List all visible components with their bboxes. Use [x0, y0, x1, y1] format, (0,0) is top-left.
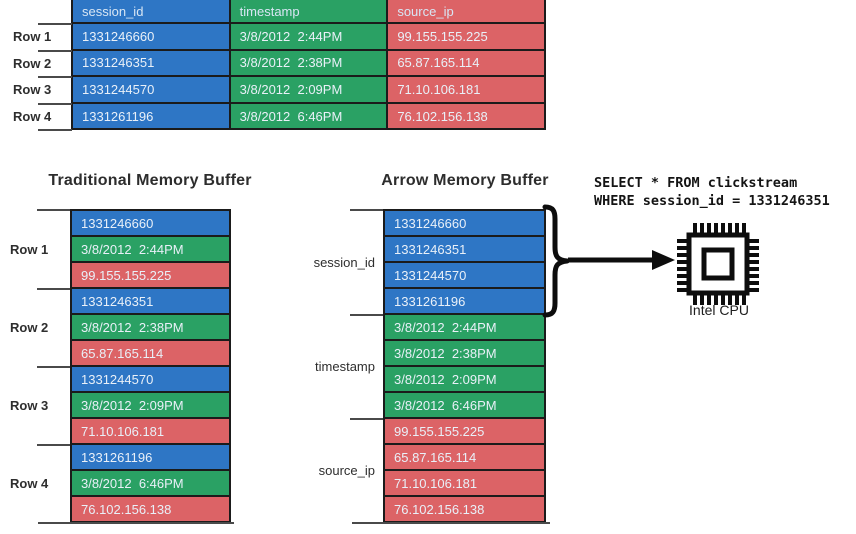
buffer-cell: 1331244570 — [385, 263, 544, 287]
table-cell: 1331246351 — [73, 50, 229, 76]
buffer-cell: 71.10.106.181 — [385, 471, 544, 495]
group-tick — [37, 366, 70, 368]
group-tick — [38, 522, 234, 524]
buffer-cell: 99.155.155.225 — [385, 419, 544, 443]
clickstream-table: session_id timestamp source_ip 133124666… — [71, 0, 546, 131]
table-row-label: Row 3 — [13, 82, 52, 97]
group-tick — [352, 522, 550, 524]
table-cell: 1331246660 — [73, 24, 229, 49]
buffer-cell: 3/8/2012 2:38PM — [72, 315, 229, 339]
table-row-label: Row 4 — [13, 109, 52, 124]
buffer-cell: 1331246660 — [385, 211, 544, 235]
buffer-cell: 3/8/2012 2:09PM — [385, 367, 544, 391]
arrow-buffer-title: Arrow Memory Buffer — [381, 172, 549, 189]
group-tick — [350, 209, 383, 211]
buffer-cell: 3/8/2012 2:44PM — [72, 237, 229, 261]
buffer-row-label: Row 4 — [10, 476, 49, 491]
cpu-chip-icon — [677, 223, 759, 305]
sql-query: SELECT * FROM clickstream WHERE session_… — [594, 174, 830, 210]
table-header-session-id: session_id — [73, 0, 229, 22]
column-group-label-session-id: session_id — [313, 255, 375, 270]
buffer-cell: 3/8/2012 6:46PM — [385, 393, 544, 417]
buffer-cell: 65.87.165.114 — [385, 445, 544, 469]
table-cell: 99.155.155.225 — [388, 24, 544, 49]
traditional-buffer-title: Traditional Memory Buffer — [48, 172, 252, 189]
table-cell: 71.10.106.181 — [388, 77, 544, 102]
buffer-cell: 1331261196 — [72, 445, 229, 469]
buffer-cell: 71.10.106.181 — [72, 419, 229, 443]
buffer-cell: 3/8/2012 6:46PM — [72, 471, 229, 495]
buffer-cell: 3/8/2012 2:09PM — [72, 393, 229, 417]
arrow-right-icon — [568, 250, 675, 270]
buffer-cell: 1331246351 — [72, 289, 229, 313]
column-group-label-timestamp: timestamp — [315, 359, 375, 374]
sql-line-2: WHERE session_id = 1331246351 — [594, 193, 830, 209]
buffer-cell: 1331246351 — [385, 237, 544, 261]
table-row-label: Row 1 — [13, 29, 52, 44]
buffer-cell: 76.102.156.138 — [385, 497, 544, 521]
arrow-memory-buffer: 1331246660 1331246351 1331244570 1331261… — [383, 209, 546, 523]
table-cell: 3/8/2012 2:38PM — [230, 50, 387, 76]
column-group-label-source-ip: source_ip — [318, 463, 375, 478]
row-tick — [38, 103, 72, 105]
cpu-label: Intel CPU — [689, 302, 749, 318]
curly-brace-icon — [542, 204, 570, 318]
buffer-cell: 1331261196 — [385, 289, 544, 313]
buffer-row-label: Row 2 — [10, 320, 49, 335]
group-tick — [37, 209, 70, 211]
buffer-cell: 65.87.165.114 — [72, 341, 229, 365]
group-tick — [37, 444, 70, 446]
buffer-row-label: Row 1 — [10, 242, 49, 257]
table-row-label: Row 2 — [13, 56, 52, 71]
buffer-cell: 3/8/2012 2:44PM — [385, 315, 544, 339]
table-header-timestamp: timestamp — [230, 0, 387, 22]
buffer-row-label: Row 3 — [10, 398, 49, 413]
sql-line-1: SELECT * FROM clickstream — [594, 175, 798, 191]
buffer-cell: 99.155.155.225 — [72, 263, 229, 287]
table-cell: 65.87.165.114 — [388, 50, 544, 76]
table-header-source-ip: source_ip — [388, 0, 544, 22]
group-tick — [350, 418, 383, 420]
row-tick — [38, 23, 72, 25]
table-cell: 1331261196 — [73, 103, 229, 129]
table-cell: 3/8/2012 2:09PM — [230, 77, 387, 102]
group-tick — [350, 314, 383, 316]
group-tick — [37, 288, 70, 290]
table-cell: 3/8/2012 2:44PM — [230, 24, 387, 49]
buffer-cell: 76.102.156.138 — [72, 497, 229, 521]
buffer-cell: 3/8/2012 2:38PM — [385, 341, 544, 365]
row-tick — [38, 129, 72, 131]
traditional-memory-buffer: 1331246660 3/8/2012 2:44PM 99.155.155.22… — [70, 209, 231, 523]
table-cell: 1331244570 — [73, 77, 229, 102]
buffer-cell: 1331246660 — [72, 211, 229, 235]
row-tick — [38, 50, 72, 52]
table-cell: 76.102.156.138 — [388, 103, 544, 129]
row-tick — [38, 76, 72, 78]
table-cell: 3/8/2012 6:46PM — [230, 103, 387, 129]
buffer-cell: 1331244570 — [72, 367, 229, 391]
